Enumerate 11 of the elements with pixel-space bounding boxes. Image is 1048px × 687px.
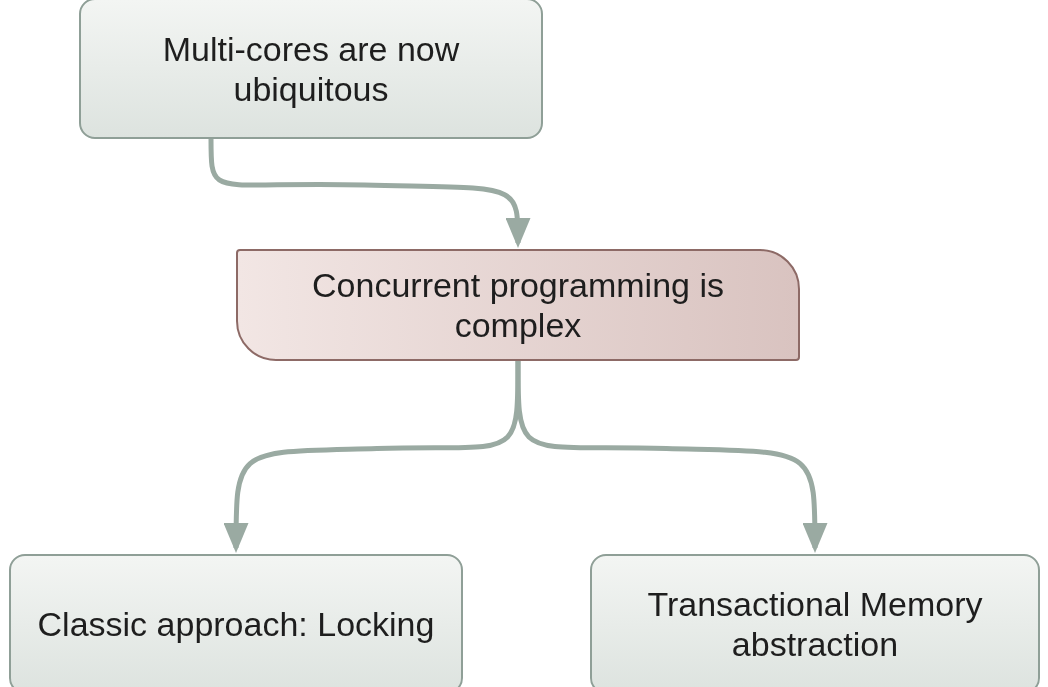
node-label: Multi-cores are now ubiquitous	[161, 28, 461, 109]
rounded-box	[9, 554, 463, 687]
curved-arrow	[208, 139, 531, 248]
node-label: Classic approach: Locking	[36, 604, 436, 644]
curved-arrow	[515, 361, 828, 553]
highlighted-box	[236, 249, 800, 361]
rounded-box	[79, 0, 543, 139]
curved-arrow	[223, 361, 521, 553]
node-label: Concurrent programming is complex	[311, 265, 725, 345]
node-label: Transactional Memory abstraction	[646, 584, 984, 664]
rounded-box	[590, 554, 1040, 687]
